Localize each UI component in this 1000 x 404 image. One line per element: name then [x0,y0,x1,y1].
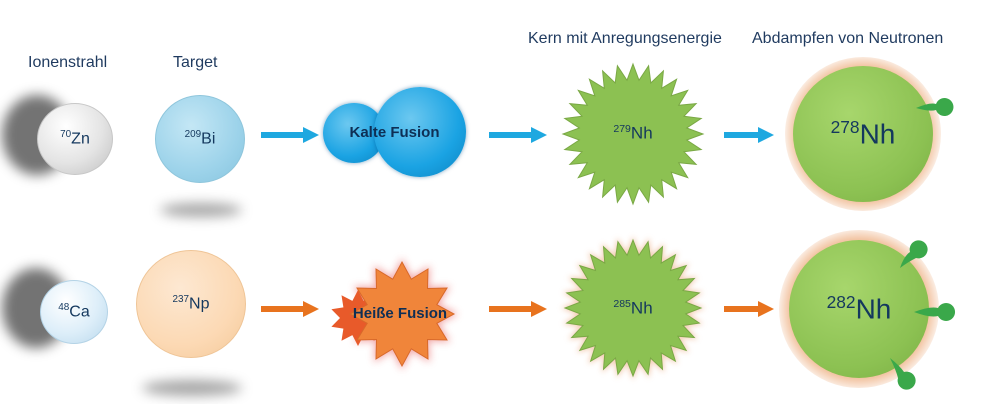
compound-285-mass: 285 [613,297,631,310]
compound-279-mass: 279 [613,122,631,135]
product-282-symbol: Nh [855,293,892,325]
target-bi: 209Bi [155,95,245,183]
target-shadow-row1 [160,203,242,217]
compound-nh-279: 279Nh [561,118,705,148]
compound-nh-285: 285Nh [561,293,705,323]
arrow-row2-3 [724,301,774,317]
arrow-row2-2 [489,301,547,317]
cold-fusion-sphere-right [374,87,466,177]
product-282-mass: 282 [826,292,856,313]
header-target: Target [173,54,218,71]
projectile-zn-symbol: Zn [71,130,90,148]
projectile-ca: 48Ca [40,280,108,344]
product-nh-278: 278Nh [793,66,933,202]
target-shadow-row2 [142,380,242,396]
product-278-mass: 278 [830,117,860,138]
arrow-row1-1 [261,127,319,143]
projectile-ca-symbol: Ca [69,303,90,321]
hot-fusion-label: Heiße Fusion [352,304,448,322]
compound-starburst-row2 [561,236,705,380]
header-ion-beam: Ionenstrahl [28,54,108,71]
arrow-row2-1 [261,301,319,317]
compound-285-symbol: Nh [630,298,653,318]
target-np-symbol: Np [189,295,210,313]
projectile-zn: 70Zn [37,103,113,175]
arrow-row1-3 [724,127,774,143]
neutron-drop-icon [900,240,928,268]
header-neutron-evaporation: Abdampfen von Neutronen [752,30,944,47]
projectile-zn-mass: 70 [60,129,72,141]
compound-starburst-row1 [561,62,705,206]
neutron-drop-icon [890,358,916,390]
neutron-drop-icon [914,303,956,321]
header-excited-nucleus: Kern mit Anregungsenergie [528,30,722,47]
neutron-drop-icon [916,98,954,116]
target-bi-symbol: Bi [201,130,216,148]
product-278-symbol: Nh [859,118,896,150]
target-bi-mass: 209 [184,129,202,141]
projectile-ca-mass: 48 [58,302,70,314]
cold-fusion-label: Kalte Fusion [349,123,440,141]
arrow-row1-2 [489,127,547,143]
target-np: 237Np [136,250,246,358]
compound-279-symbol: Nh [630,123,653,143]
target-np-mass: 237 [172,294,190,306]
hot-fusion-burst [331,258,458,370]
